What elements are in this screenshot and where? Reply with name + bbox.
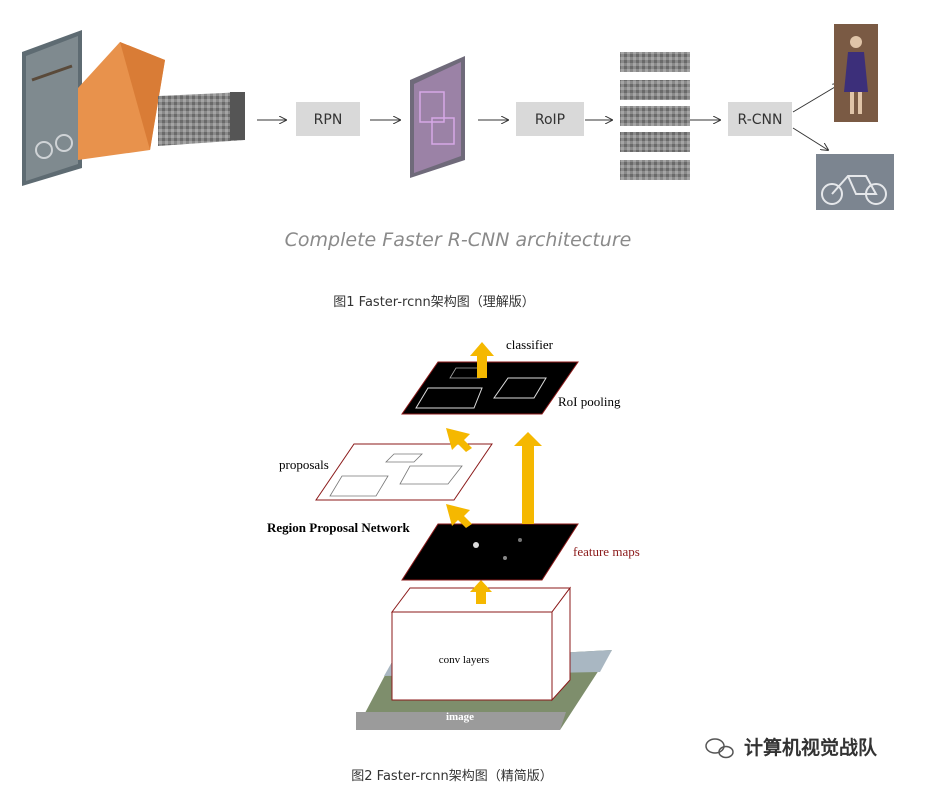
feature-spot	[518, 538, 522, 542]
feature-spot	[503, 556, 507, 560]
fig2-caption: 图2 Faster-rcnn架构图（精简版）	[351, 768, 552, 784]
conv-layers-box	[391, 586, 571, 702]
roi-box	[415, 387, 483, 409]
conv-block-orange	[78, 42, 165, 160]
image-label: image	[446, 711, 474, 723]
feature-maps-plane	[401, 523, 579, 581]
classifier-label: classifier	[506, 337, 554, 352]
roi-pooling-label: RoI pooling	[558, 394, 621, 409]
roi-box	[493, 377, 547, 399]
roi-pooling-plane	[401, 361, 579, 415]
arrow-proposals-to-roi	[446, 428, 472, 452]
proposal-box	[385, 453, 423, 463]
proposals-label: proposals	[279, 457, 329, 472]
watermark: 计算机视觉战队	[705, 736, 878, 759]
rpn-box-label: RPN	[314, 112, 343, 128]
proposal-box	[399, 465, 463, 485]
arrow-conv-to-features	[470, 580, 492, 604]
wechat-icon-bubble	[718, 745, 734, 759]
fig1-caption: 图1 Faster-rcnn架构图（理解版）	[333, 295, 534, 310]
arrow-rpn	[446, 504, 472, 528]
fig1-title: Complete Faster R-CNN architecture	[285, 229, 632, 251]
arrow-bike	[792, 127, 828, 150]
rcnn-box	[728, 102, 792, 136]
rpn-label: Region Proposal Network	[267, 520, 411, 535]
watermark-text: 计算机视觉战队	[744, 736, 878, 759]
output-bicycle-thumbnail	[816, 154, 894, 210]
proposal-image-thumbnail	[410, 56, 465, 178]
feature-maps-label: feature maps	[573, 544, 640, 559]
arrow-person	[792, 84, 840, 113]
pooled-feature-stack	[620, 52, 690, 180]
feature-spot	[473, 542, 479, 548]
output-person-thumbnail	[834, 24, 878, 122]
feature-map-block	[158, 92, 245, 146]
rpn-box	[296, 102, 360, 136]
proposal-box	[329, 475, 389, 497]
arrow-features-to-roi	[514, 432, 542, 524]
wechat-icon	[705, 738, 725, 754]
arrow-classifier	[470, 342, 494, 378]
roip-box	[516, 102, 584, 136]
conv-layers-label: conv layers	[439, 654, 489, 666]
rcnn-box-label: R-CNN	[738, 112, 783, 128]
fig2-diagram: image conv layers feature maps Region Pr…	[267, 337, 640, 784]
input-image-thumbnail	[22, 30, 82, 186]
fig1-diagram: RPN RoIP R-CNN	[22, 24, 894, 310]
proposals-plane	[315, 443, 493, 501]
roip-box-label: RoIP	[535, 112, 565, 128]
